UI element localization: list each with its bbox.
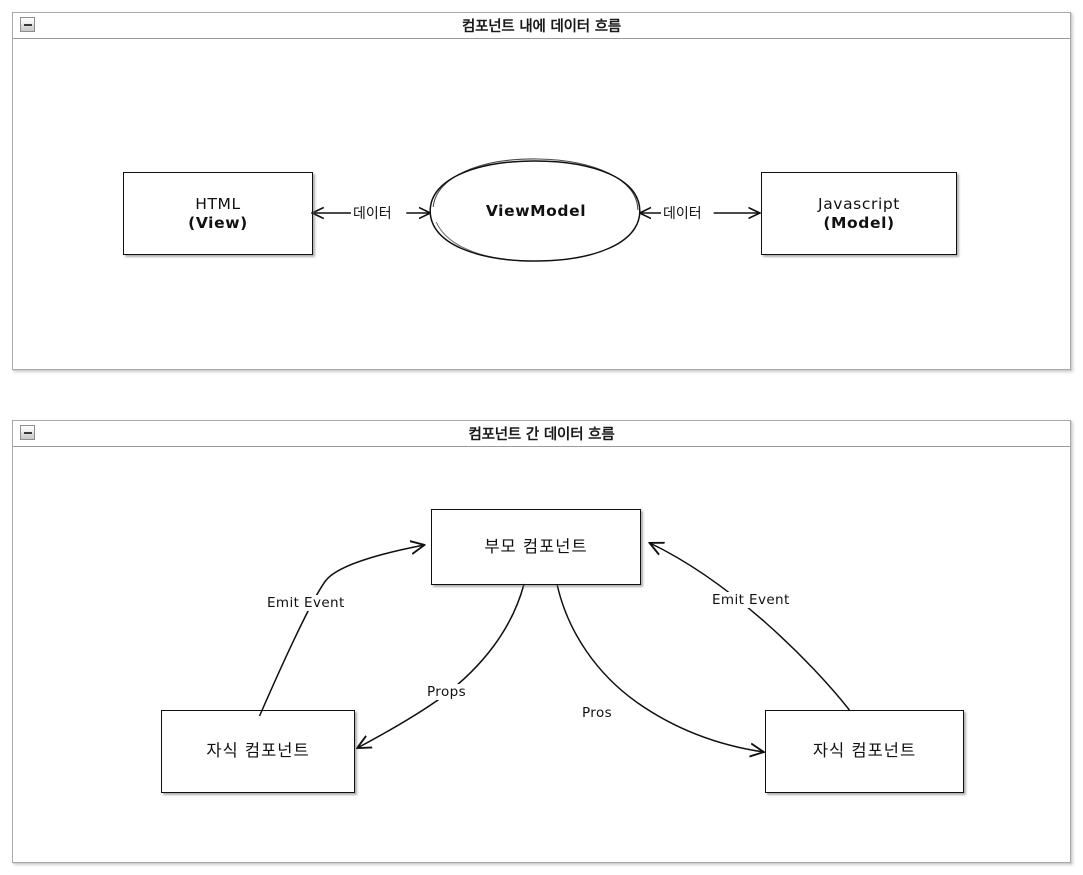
panel-titlebar: 컴포넌트 내에 데이터 흐름 xyxy=(13,13,1070,39)
panel-titlebar: 컴포넌트 간 데이터 흐름 xyxy=(13,421,1070,447)
node-child-component-right[interactable]: 자식 컴포넌트 xyxy=(765,710,964,793)
edge-label-props-left: Props xyxy=(425,684,469,700)
edge-label-data-left: 데이터 xyxy=(351,203,394,223)
node-child-component-left[interactable]: 자식 컴포넌트 xyxy=(161,710,355,793)
node-viewmodel[interactable]: ViewModel xyxy=(431,161,641,261)
minimize-icon-bar xyxy=(23,23,32,26)
diagram-canvas-intra xyxy=(13,158,1070,262)
panel-intra-component: 컴포넌트 내에 데이터 흐름 xyxy=(12,12,1071,370)
edge-label-emit-event-left: Emit Event xyxy=(265,595,347,611)
panel-body: HTML (View) ViewModel Javascript (Model)… xyxy=(13,39,1070,369)
edge-label-emit-event-right: Emit Event xyxy=(710,592,792,608)
node-viewmodel-label: ViewModel xyxy=(485,201,587,220)
minimize-icon-bar xyxy=(23,431,32,434)
node-html-view-line-1: (View) xyxy=(188,213,248,232)
edge-right-props xyxy=(556,583,764,752)
node-javascript-model[interactable]: Javascript (Model) xyxy=(761,172,957,255)
edge-left-emit xyxy=(258,545,425,717)
edge-right-emit xyxy=(650,543,851,711)
node-javascript-model-line-0: Javascript xyxy=(818,194,900,213)
node-javascript-model-line-1: (Model) xyxy=(823,213,895,232)
node-parent-component-label: 부모 컴포넌트 xyxy=(484,536,588,556)
viewmodel-ellipse-shape xyxy=(429,158,641,262)
node-html-view-line-0: HTML xyxy=(195,194,241,213)
page-title: 컴포넌트 간 데이터 흐름 xyxy=(468,427,615,443)
minimize-icon[interactable] xyxy=(20,17,35,32)
edge-label-props-right: Pros xyxy=(580,705,615,721)
panel-body: 부모 컴포넌트 자식 컴포넌트 자식 컴포넌트 Emit Event Emit … xyxy=(13,447,1070,862)
panel-inter-component: 컴포넌트 간 데이터 흐름 xyxy=(12,420,1071,863)
node-html-view[interactable]: HTML (View) xyxy=(123,172,313,255)
minimize-icon[interactable] xyxy=(20,425,35,440)
page-title: 컴포넌트 내에 데이터 흐름 xyxy=(461,19,622,35)
node-parent-component[interactable]: 부모 컴포넌트 xyxy=(431,509,641,585)
edge-left-props xyxy=(357,583,525,748)
node-child-component-left-label: 자식 컴포넌트 xyxy=(206,741,310,761)
node-child-component-right-label: 자식 컴포넌트 xyxy=(812,741,917,761)
edge-label-data-right: 데이터 xyxy=(661,203,704,223)
